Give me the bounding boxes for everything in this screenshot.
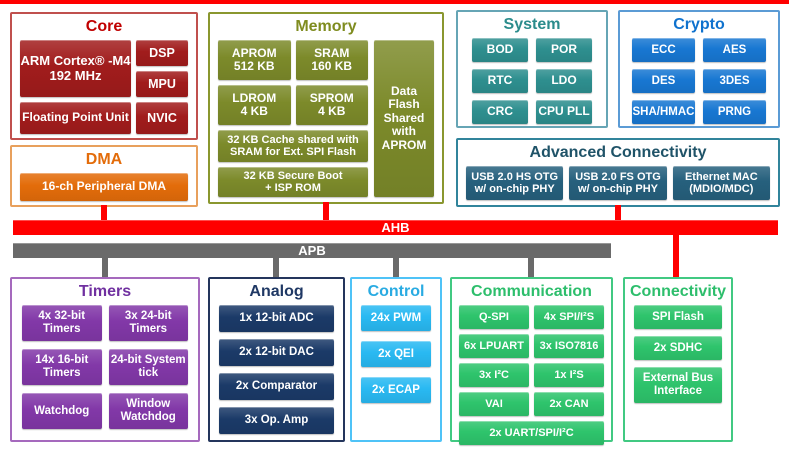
memory-body: APROM 512 KB SRAM 160 KB LDROM 4 KB SPRO… (210, 40, 442, 203)
comm-spi-i2s-cell: 4x SPI/I²S (534, 305, 604, 329)
core-block: Core ARM Cortex® -M4 192 MHz DSP MPU Flo… (10, 12, 198, 140)
control-block: Control 24x PWM 2x QEI 2x ECAP (350, 277, 442, 442)
memory-title: Memory (295, 18, 357, 35)
crypto-3des-cell: 3DES (703, 69, 766, 93)
connectivity-sdhc-cell: 2x SDHC (634, 336, 722, 360)
communication-title: Communication (471, 283, 592, 300)
timers-16bit-cell: 14x 16-bit Timers (22, 349, 102, 385)
crypto-sha-hmac-cell: SHA/HMAC (632, 100, 695, 124)
dma-block: DMA 16-ch Peripheral DMA (10, 145, 198, 207)
crypto-block: Crypto ECC AES DES 3DES SHA/HMAC PRNG (618, 10, 780, 128)
memory-grid: APROM 512 KB SRAM 160 KB LDROM 4 KB SPRO… (218, 40, 368, 197)
system-title: System (503, 16, 561, 33)
connector-apb-communication (528, 257, 534, 277)
timers-24bit-cell: 3x 24-bit Timers (108, 305, 188, 341)
crypto-prng-cell: PRNG (703, 100, 766, 124)
connector-memory-ahb (323, 202, 329, 220)
comm-i2c-cell: 3x I²C (459, 363, 529, 387)
connectivity-grid: SPI Flash 2x SDHC External Bus Interface (625, 305, 731, 403)
apb-bus: APB (13, 243, 611, 258)
core-mpu-cell: MPU (136, 71, 188, 97)
analog-comparator-cell: 2x Comparator (219, 373, 334, 400)
connectivity-spi-flash-cell: SPI Flash (634, 305, 722, 329)
analog-grid: 1x 12-bit ADC 2x 12-bit DAC 2x Comparato… (210, 305, 343, 434)
analog-dac-cell: 2x 12-bit DAC (219, 339, 334, 366)
connector-ahb-connectivity (673, 234, 679, 277)
memory-data-flash-cell: Data Flash Shared with APROM (374, 40, 434, 197)
connector-apb-timers (102, 257, 108, 277)
crypto-grid: ECC AES DES 3DES SHA/HMAC PRNG (620, 38, 778, 128)
dma-body: 16-ch Peripheral DMA (12, 173, 196, 207)
advanced-connectivity-grid: USB 2.0 HS OTG w/ on-chip PHY USB 2.0 FS… (458, 166, 778, 205)
advanced-connectivity-block: Advanced Connectivity USB 2.0 HS OTG w/ … (456, 138, 780, 207)
control-ecap-cell: 2x ECAP (361, 377, 431, 403)
system-ldo-cell: LDO (536, 69, 592, 93)
comm-can-cell: 2x CAN (534, 392, 604, 416)
memory-ldrom-cell: LDROM 4 KB (218, 85, 291, 125)
connector-apb-analog (273, 257, 279, 277)
memory-secure-boot-cell: 32 KB Secure Boot + ISP ROM (218, 167, 368, 197)
connector-apb-control (393, 257, 399, 277)
connectivity-block: Connectivity SPI Flash 2x SDHC External … (623, 277, 733, 442)
core-dsp-cell: DSP (136, 40, 188, 66)
connector-advconn-ahb (615, 205, 621, 220)
usb-fs-otg-cell: USB 2.0 FS OTG w/ on-chip PHY (569, 166, 667, 200)
dma-channel-cell: 16-ch Peripheral DMA (20, 173, 188, 201)
dma-title: DMA (85, 151, 123, 168)
control-pwm-cell: 24x PWM (361, 305, 431, 331)
system-block: System BOD POR RTC LDO CRC CPU PLL (456, 10, 608, 128)
timers-systick-cell: 24-bit System tick (108, 349, 188, 385)
memory-block: Memory APROM 512 KB SRAM 160 KB LDROM 4 … (208, 12, 444, 204)
memory-sprom-cell: SPROM 4 KB (295, 85, 368, 125)
communication-block: Communication Q-SPI 4x SPI/I²S 6x LPUART… (450, 277, 613, 445)
timers-block: Timers 4x 32-bit Timers 3x 24-bit Timers… (10, 277, 200, 442)
analog-block: Analog 1x 12-bit ADC 2x 12-bit DAC 2x Co… (208, 277, 345, 442)
comm-qspi-cell: Q-SPI (459, 305, 529, 329)
analog-title: Analog (249, 283, 304, 300)
timers-window-watchdog-cell: Window Watchdog (108, 393, 188, 429)
system-por-cell: POR (536, 38, 592, 62)
core-fpu-cell: Floating Point Unit (20, 102, 131, 134)
core-nvic-cell: NVIC (136, 102, 188, 134)
system-crc-cell: CRC (472, 100, 528, 124)
crypto-title: Crypto (673, 16, 725, 33)
core-cpu-cell: ARM Cortex® -M4 192 MHz (20, 40, 131, 97)
usb-hs-otg-cell: USB 2.0 HS OTG w/ on-chip PHY (466, 166, 564, 200)
ethernet-mac-cell: Ethernet MAC (MDIO/MDC) (672, 166, 770, 200)
system-rtc-cell: RTC (472, 69, 528, 93)
analog-adc-cell: 1x 12-bit ADC (219, 305, 334, 332)
timers-32bit-cell: 4x 32-bit Timers (22, 305, 102, 341)
control-qei-cell: 2x QEI (361, 341, 431, 367)
connectivity-title: Connectivity (629, 283, 726, 300)
core-title: Core (85, 18, 123, 35)
comm-vai-cell: VAI (459, 392, 529, 416)
comm-iso7816-cell: 3x ISO7816 (534, 334, 604, 358)
memory-cache-cell: 32 KB Cache shared with SRAM for Ext. SP… (218, 130, 368, 162)
communication-grid: Q-SPI 4x SPI/I²S 6x LPUART 3x ISO7816 3x… (452, 305, 611, 445)
crypto-des-cell: DES (632, 69, 695, 93)
system-grid: BOD POR RTC LDO CRC CPU PLL (458, 38, 606, 128)
control-grid: 24x PWM 2x QEI 2x ECAP (352, 305, 440, 403)
connectivity-ebi-cell: External Bus Interface (634, 367, 722, 403)
ahb-bus: AHB (13, 220, 778, 235)
system-cpu-pll-cell: CPU PLL (536, 100, 592, 124)
advanced-connectivity-title: Advanced Connectivity (529, 144, 707, 161)
system-bod-cell: BOD (472, 38, 528, 62)
timers-grid: 4x 32-bit Timers 3x 24-bit Timers 14x 16… (12, 305, 198, 437)
timers-watchdog-cell: Watchdog (22, 393, 102, 429)
core-grid: ARM Cortex® -M4 192 MHz DSP MPU Floating… (12, 40, 196, 140)
crypto-ecc-cell: ECC (632, 38, 695, 62)
memory-sram-cell: SRAM 160 KB (295, 40, 368, 80)
connector-dma-ahb (101, 205, 107, 220)
comm-lpuart-cell: 6x LPUART (459, 334, 529, 358)
comm-uart-spi-i2c-cell: 2x UART/SPI/I²C (459, 421, 604, 445)
comm-i2s-cell: 1x I²S (534, 363, 604, 387)
timers-title: Timers (78, 283, 132, 300)
memory-aprom-cell: APROM 512 KB (218, 40, 291, 80)
control-title: Control (367, 283, 425, 300)
top-red-divider (0, 0, 789, 4)
crypto-aes-cell: AES (703, 38, 766, 62)
analog-opamp-cell: 3x Op. Amp (219, 407, 334, 434)
